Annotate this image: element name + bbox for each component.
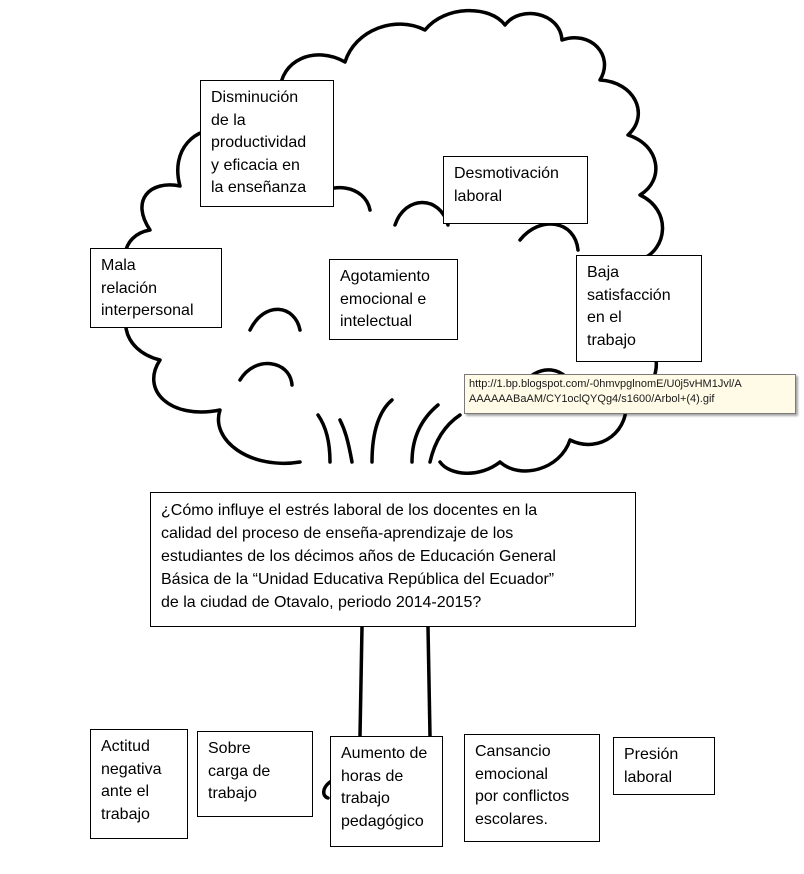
tree-crown-inner-curl-5	[238, 362, 294, 387]
url-tooltip: http://1.bp.blogspot.com/-0hmvpglnomE/U0…	[464, 374, 796, 414]
cause-box-sobrecarga: Sobre carga de trabajo	[197, 731, 313, 817]
cause-box-presion: Presión laboral	[613, 737, 715, 795]
tree-branch-left	[316, 413, 332, 464]
cause-box-cansancio: Cansancio emocional por conflictos escol…	[464, 734, 600, 842]
tree-root-curl	[322, 780, 332, 800]
effect-box-relacion: Mala relación interpersonal	[90, 248, 222, 328]
tree-crown-inner-curl-4	[248, 307, 302, 332]
tree-branch-center	[370, 398, 394, 464]
tree-branch-left-2	[338, 418, 354, 464]
tree-trunk-left	[358, 625, 364, 738]
effect-box-desmotivacion: Desmotivación laboral	[443, 156, 588, 224]
tree-crown-inner-curl-2	[393, 200, 450, 227]
effect-box-agotamiento: Agotamiento emocional e intelectual	[329, 259, 458, 340]
cause-box-horas: Aumento de horas de trabajo pedagógico	[330, 736, 443, 847]
effect-box-productividad: Disminución de la productividad y eficac…	[200, 80, 334, 207]
tree-branch-right	[410, 403, 440, 464]
effect-box-satisfaccion: Baja satisfacción en el trabajo	[576, 255, 702, 362]
problem-box: ¿Cómo influye el estrés laboral de los d…	[150, 492, 636, 627]
tree-crown-inner-curl-3	[518, 222, 580, 252]
tree-trunk-right	[426, 625, 432, 738]
cause-box-actitud: Actitud negativa ante el trabajo	[90, 729, 188, 839]
tree-branch-right-2	[428, 413, 462, 464]
